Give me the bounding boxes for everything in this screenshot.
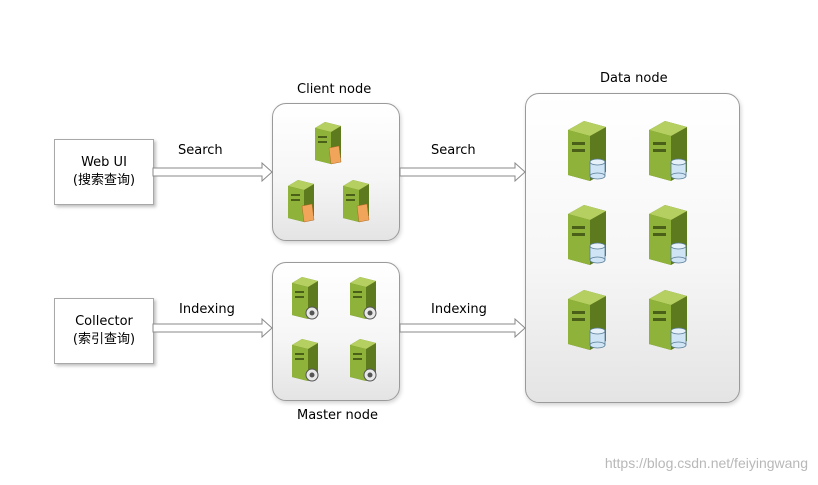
search-out-arrow [399,161,526,183]
server-with-database-icon [649,121,687,181]
server-with-gear-icon [350,339,377,382]
data-node-panel [525,93,740,403]
server-with-orange-doc-icon [315,122,342,165]
web-ui-subtitle: (搜索查询) [72,173,136,188]
server-with-database-icon [649,290,687,350]
indexing-out-label: Indexing [431,302,487,317]
server-with-gear-icon [292,277,319,320]
server-with-gear-icon [292,339,319,382]
data-node-label: Data node [600,71,668,86]
watermark: https://blog.csdn.net/feiyingwang [604,455,808,471]
search-in-arrow [152,161,273,183]
server-with-orange-doc-icon [288,180,315,223]
web-ui-box: Web UI (搜索查询) [54,139,154,205]
server-with-gear-icon [350,277,377,320]
client-node-label: Client node [297,82,372,97]
server-with-database-icon [568,121,606,181]
search-out-label: Search [431,143,476,158]
indexing-in-label: Indexing [179,302,235,317]
server-with-orange-doc-icon [343,180,370,223]
collector-subtitle: (索引查询) [72,332,136,347]
server-with-database-icon [568,290,606,350]
indexing-out-arrow [399,317,526,339]
search-in-label: Search [178,143,223,158]
master-node-label: Master node [297,408,378,423]
collector-title: Collector [75,314,133,329]
web-ui-title: Web UI [81,155,127,170]
server-with-database-icon [568,205,606,265]
indexing-in-arrow [152,317,273,339]
server-with-database-icon [649,205,687,265]
